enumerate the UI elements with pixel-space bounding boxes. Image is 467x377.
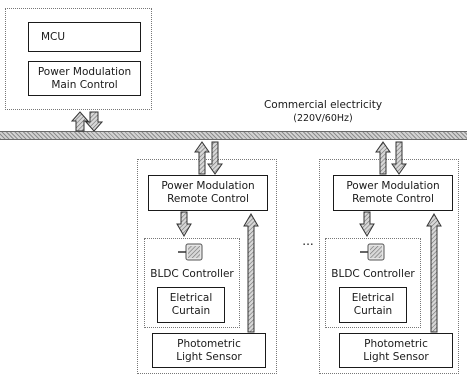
remote-unit-2-sensor-line2: Light Sensor [363, 350, 429, 363]
up-arrow-icon [70, 111, 90, 132]
remote-unit-2-curtain-line1: Eletrical [351, 292, 395, 304]
up-arrow-icon [194, 141, 210, 175]
remote-unit-2-bldc-label: BLDC Controller [331, 268, 415, 280]
power-modulation-main-control-box: Power Modulation Main Control [28, 61, 141, 96]
remote-unit-1-bldc-frame [144, 238, 240, 328]
remote-unit-1-frame [137, 159, 277, 374]
remote-unit-2-curtain-box: Eletrical Curtain [339, 287, 407, 323]
remote-unit-2-curtain-line2: Curtain [353, 305, 393, 317]
power-main-line2: Main Control [51, 78, 118, 91]
remote-unit-2-bldc-frame [325, 238, 421, 328]
mcu-label: MCU [41, 30, 66, 43]
down-arrow-icon [207, 141, 223, 175]
remote-unit-1-curtain-box: Eletrical Curtain [157, 287, 225, 323]
main-control-frame [5, 8, 152, 110]
down-arrow-icon [359, 211, 375, 237]
remote-unit-2-sensor-line1: Photometric [364, 337, 428, 350]
remote-unit-1-power-line2: Remote Control [167, 193, 249, 205]
down-arrow-icon [84, 111, 104, 132]
remote-unit-2-sensor-box: Photometric Light Sensor [339, 333, 453, 368]
up-down-arrow-pair-icon [194, 141, 223, 175]
bus-label: Commercial electricity (220V/60Hz) [248, 99, 398, 125]
mcu-box: MCU [28, 22, 141, 52]
bus-label-line2: (220V/60Hz) [293, 113, 353, 124]
remote-unit-1-power-line1: Power Modulation [161, 180, 255, 192]
bus-label-line1: Commercial electricity [263, 99, 383, 111]
remote-unit-1-sensor-line1: Photometric [177, 337, 241, 350]
remote-unit-2-power-line2: Remote Control [352, 193, 434, 205]
motor-icon [178, 243, 203, 261]
up-arrow-icon [426, 213, 442, 333]
motor-icon [360, 243, 385, 261]
up-arrow-icon [375, 141, 391, 175]
remote-unit-1-sensor-box: Photometric Light Sensor [152, 333, 266, 368]
remote-unit-2-power-modulation-box: Power Modulation Remote Control [333, 175, 453, 211]
up-down-arrow-pair-icon [375, 141, 407, 175]
down-arrow-icon [391, 141, 407, 175]
remote-unit-1-bldc-label: BLDC Controller [150, 268, 234, 280]
remote-unit-1-curtain-line1: Eletrical [169, 292, 213, 304]
remote-unit-1-power-modulation-box: Power Modulation Remote Control [148, 175, 268, 211]
power-line-bus [0, 131, 467, 140]
remote-unit-2-power-line1: Power Modulation [346, 180, 440, 192]
up-down-arrow-pair-icon [70, 111, 104, 132]
down-arrow-icon [176, 211, 192, 237]
remote-unit-2-frame [319, 159, 459, 374]
ellipsis: ... [302, 234, 314, 248]
remote-unit-1-curtain-line2: Curtain [171, 305, 211, 317]
power-main-line1: Power Modulation [37, 65, 132, 78]
up-arrow-icon [243, 213, 259, 333]
remote-unit-1-sensor-line2: Light Sensor [176, 350, 242, 363]
